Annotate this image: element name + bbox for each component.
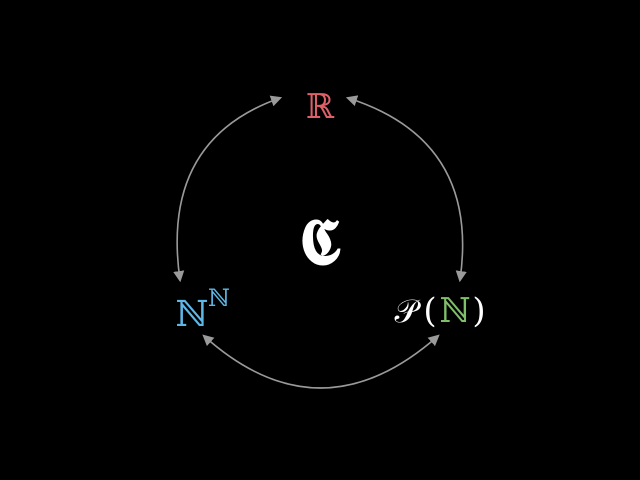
node-reals: ℝ [306,87,335,127]
node-powerset: 𝒫 ( ℕ ) [394,291,485,331]
edge-reals-baire-arrow [173,95,283,283]
node-baire-base: ℕ [176,294,209,335]
powerset-argument: ℕ [439,291,470,331]
edge-reals-powerset-arrow [345,95,467,283]
powerset-open-paren: ( [423,291,436,331]
powerset-operator: 𝒫 [394,292,421,330]
edge-baire-powerset-arrow [202,334,440,389]
center-continuum-symbol: 𝕮 [299,205,341,280]
node-baire-space: ℕ ℕ [176,284,230,335]
powerset-close-paren: ) [472,291,485,331]
node-baire-exponent: ℕ [208,284,230,312]
